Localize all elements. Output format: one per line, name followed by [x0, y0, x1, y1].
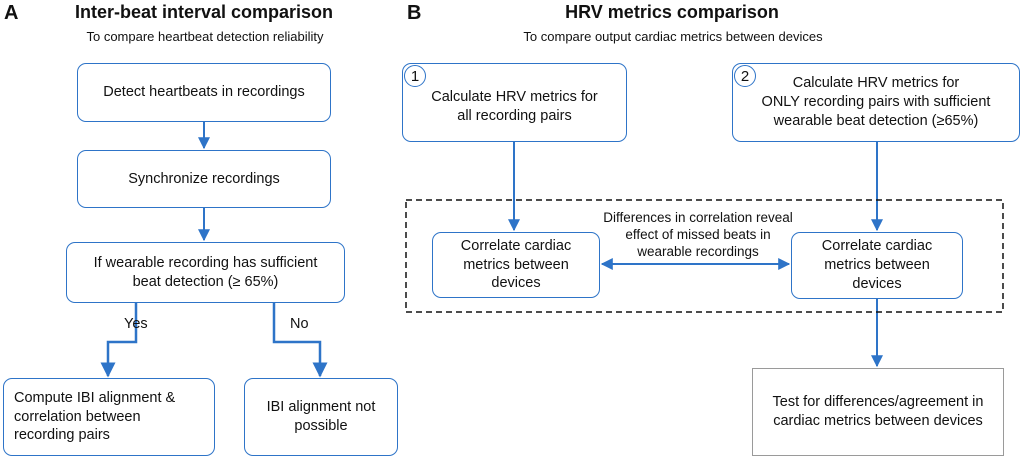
step1-calculate-all-box: Calculate HRV metrics for all recording … — [402, 63, 627, 142]
ibi-alignment-not-possible-box: IBI alignment not possible — [244, 378, 398, 456]
yes-branch-label: Yes — [124, 316, 148, 332]
synchronize-recordings-box: Synchronize recordings — [77, 150, 331, 208]
arrow-no-branch — [272, 303, 328, 378]
correlate-right-box: Correlate cardiac metrics between device… — [791, 232, 963, 299]
correlate-left-box: Correlate cardiac metrics between device… — [432, 232, 600, 298]
compute-ibi-alignment-box: Compute IBI alignment & correlation betw… — [3, 378, 215, 456]
panel-a-title: Inter-beat interval comparison — [74, 2, 334, 22]
sufficient-detection-condition-box: If wearable recording has sufficient bea… — [66, 242, 345, 303]
step2-calculate-sufficient-box: Calculate HRV metrics for ONLY recording… — [732, 63, 1020, 142]
no-branch-label: No — [290, 316, 309, 332]
test-differences-box: Test for differences/agreement in cardia… — [752, 368, 1004, 456]
arrow-yes-branch — [100, 303, 138, 378]
panel-a-letter: A — [4, 2, 19, 24]
dashed-comparison-group — [405, 199, 1004, 313]
panel-b-subtitle: To compare output cardiac metrics betwee… — [523, 29, 823, 44]
panel-b-title: HRV metrics comparison — [565, 2, 779, 22]
step-2-badge: 2 — [734, 65, 756, 87]
step-1-badge: 1 — [404, 65, 426, 87]
panel-b-letter: B — [407, 2, 422, 24]
panel-a-subtitle: To compare heartbeat detection reliabili… — [86, 29, 324, 44]
detect-heartbeats-box: Detect heartbeats in recordings — [77, 63, 331, 122]
correlation-difference-note: Differences in correlation reveal effect… — [603, 210, 793, 259]
